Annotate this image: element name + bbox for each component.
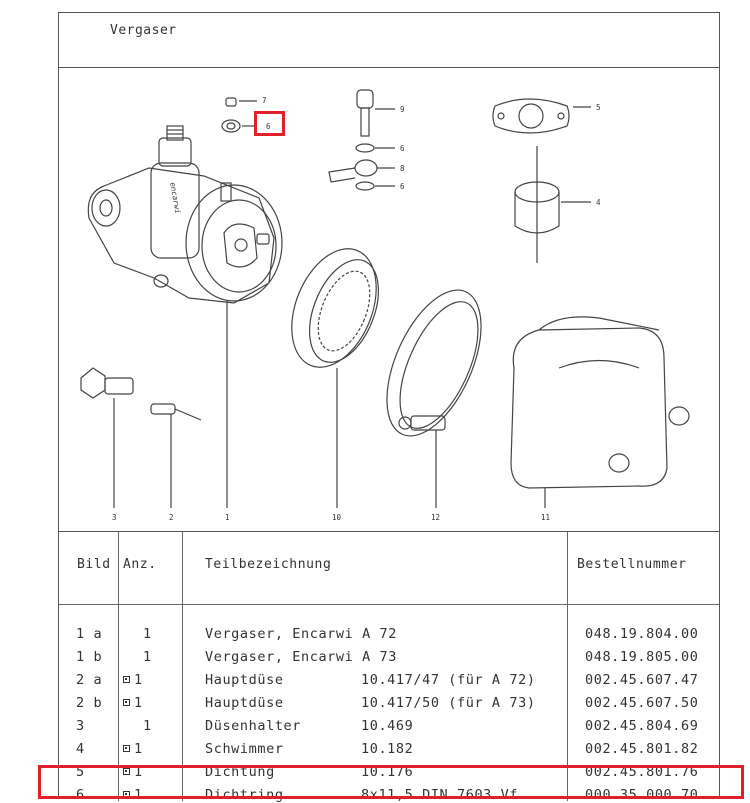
air-box-drawing	[510, 316, 690, 489]
row-bild: 6	[76, 787, 85, 803]
row-bild: 2 b	[76, 695, 103, 711]
callout-6-lower: 6	[400, 182, 405, 191]
row-order: 002.45.801.76	[585, 764, 699, 780]
callout-7: 7	[262, 96, 267, 105]
carburetor-exploded-view: encarwi	[80, 89, 690, 522]
row-name: Hauptdüse	[205, 672, 284, 688]
highlight-row-6	[38, 765, 744, 799]
callout-10: 10	[332, 513, 342, 522]
row-anz-value: 1	[143, 718, 152, 734]
spare-part-mark-icon	[123, 699, 130, 706]
row-name: Dichtung	[205, 764, 275, 780]
row-name: Düsenhalter	[205, 718, 302, 734]
callout-9: 9	[400, 105, 405, 114]
callout-8: 8	[400, 164, 405, 173]
spare-part-mark-icon	[123, 768, 130, 775]
callout-6-upper: 6	[400, 144, 405, 153]
callout-1: 1	[225, 513, 230, 522]
row-anz: 1	[123, 741, 143, 757]
row-bild: 1 b	[76, 649, 103, 665]
row-name: Hauptdüse	[205, 695, 284, 711]
exploded-drawing: encarwi	[59, 68, 719, 531]
row-anz: 1	[143, 649, 152, 665]
parts-sheet: Vergaser	[58, 12, 720, 803]
header-name: Teilbezeichnung	[205, 557, 332, 572]
spare-part-mark-icon	[123, 676, 130, 683]
row-order: 048.19.805.00	[585, 649, 699, 665]
row-order: 048.19.804.00	[585, 626, 699, 642]
row-spec: 10.176	[361, 764, 414, 780]
callout-12: 12	[431, 513, 440, 522]
air-filter-drawing	[291, 248, 379, 368]
brand-label: encarwi	[168, 182, 182, 215]
header-divider	[59, 604, 719, 605]
col-divider	[567, 532, 568, 801]
page-title: Vergaser	[110, 23, 177, 38]
row-anz-value: 1	[143, 649, 152, 665]
row-anz: 1	[123, 672, 143, 688]
row-spec: 10.469	[361, 718, 414, 734]
callout-3: 3	[112, 513, 117, 522]
header-bild: Bild	[77, 557, 111, 572]
row-bild: 3	[76, 718, 85, 734]
row-anz-value: 1	[134, 787, 143, 803]
carburetor-body-drawing: encarwi	[87, 125, 283, 304]
row-bild: 2 a	[76, 672, 103, 688]
row-order: 002.45.607.50	[585, 695, 699, 711]
row-anz-value: 1	[143, 626, 152, 642]
callout-5: 5	[596, 103, 601, 112]
col-divider	[182, 532, 183, 801]
row-bild: 4	[76, 741, 85, 757]
row-anz-value: 1	[134, 695, 143, 711]
row-anz: 1	[123, 764, 143, 780]
row-spec: 10.417/47 (für A 72)	[361, 672, 536, 688]
row-spec: 10.182	[361, 741, 414, 757]
row-anz-value: 1	[134, 741, 143, 757]
row-name: Vergaser, Encarwi A 73	[205, 649, 398, 665]
header-order: Bestellnummer	[577, 557, 687, 572]
callout-2: 2	[169, 513, 174, 522]
parts-table: Bild Anz. Teilbezeichnung Bestellnummer …	[59, 531, 719, 803]
col-divider	[118, 532, 119, 801]
row-order: 002.45.804.69	[585, 718, 699, 734]
row-anz: 1	[143, 626, 152, 642]
row-anz-value: 1	[134, 672, 143, 688]
callout-4: 4	[596, 198, 601, 207]
header-anz: Anz.	[123, 557, 157, 572]
row-name: Vergaser, Encarwi A 72	[205, 626, 398, 642]
callout-11: 11	[541, 513, 550, 522]
row-bild: 5	[76, 764, 85, 780]
row-anz: 1	[143, 718, 152, 734]
row-order: 002.45.607.47	[585, 672, 699, 688]
spare-part-mark-icon	[123, 745, 130, 752]
highlight-callout-6	[254, 111, 285, 136]
row-order: 002.45.801.82	[585, 741, 699, 757]
row-anz: 1	[123, 695, 143, 711]
callout-6-top: 6	[266, 122, 271, 131]
row-spec: 10.417/50 (für A 73)	[361, 695, 536, 711]
title-row: Vergaser	[59, 13, 719, 68]
row-bild: 1 a	[76, 626, 103, 642]
row-anz-value: 1	[134, 764, 143, 780]
row-name: Schwimmer	[205, 741, 284, 757]
